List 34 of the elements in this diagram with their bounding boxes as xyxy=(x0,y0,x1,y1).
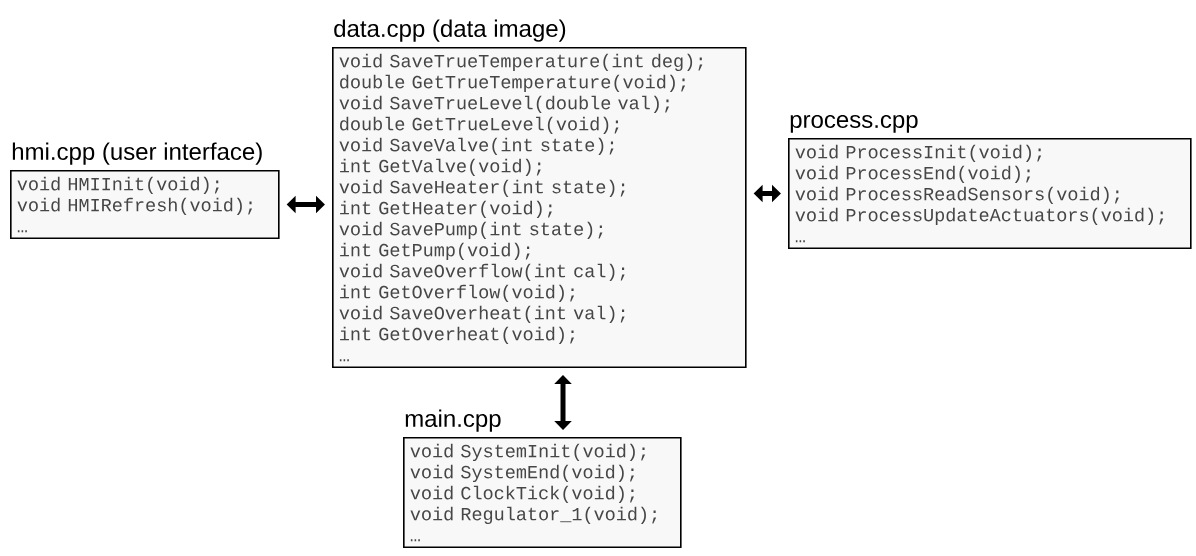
node-label: … xyxy=(339,359,349,362)
node-label: int GetPump(void); xyxy=(340,242,530,261)
node-label: void ProcessUpdateActuators(void); xyxy=(795,207,1164,226)
node-label: void ProcessReadSensors(void); xyxy=(795,186,1119,205)
node-label: int GetValve(void); xyxy=(340,158,541,177)
node-label: void SaveOverflow(int cal); xyxy=(339,263,625,282)
node-label: double GetTrueTemperature(void); xyxy=(340,74,686,93)
code-box: void ProcessInit(void); void ProcessEnd(void); void ProcessReadSensors(void); void ProcessUpdateActuators(void); … xyxy=(788,138,1192,249)
node-label: void SystemEnd(void); xyxy=(410,464,634,483)
node-label: void ProcessInit(void); xyxy=(795,144,1042,163)
node-label: void ProcessEnd(void); xyxy=(795,165,1031,184)
node-label: int GetOverheat(void); xyxy=(340,326,575,345)
node-label: void SaveValve(int state); xyxy=(339,137,614,156)
node-label: double GetTrueLevel(void); xyxy=(340,116,619,135)
double-arrow xyxy=(554,375,572,430)
file-heading: data.cpp (data image) xyxy=(334,19,566,42)
node-label: void SaveOverheat(int val); xyxy=(339,305,625,324)
node-label: void SaveHeater(int state); xyxy=(339,179,625,198)
code-box: void SaveTrueTemperature(int deg); double GetTrueTemperature(void); void SaveTrueLevel(double val); double GetTrueLevel(void); void SaveValve(int state); int GetValve(void); void SaveHeater(int state); int GetHeater(void); void SavePump(int state); int GetPump(void); void SaveOverflow(int cal); int GetOverflow(void); void SaveOverheat(int val); int GetOverheat(void); … xyxy=(332,47,747,368)
node-label: void ClockTick(void); xyxy=(410,485,634,504)
node-label: … xyxy=(795,240,805,243)
file-heading: process.cpp xyxy=(790,114,918,133)
node-label: int GetHeater(void); xyxy=(340,200,552,219)
file-heading: main.cpp xyxy=(405,409,501,432)
node-label: void SaveTrueTemperature(int deg); xyxy=(339,53,703,72)
node-label: void Regulator_1(void); xyxy=(410,506,657,525)
node-label: … xyxy=(410,539,420,542)
code-box: void SystemInit(void); void SystemEnd(void); void ClockTick(void); void Regulator_1(void); … xyxy=(403,437,682,548)
node-label: void SystemInit(void); xyxy=(410,443,646,462)
node-label: void SavePump(int state); xyxy=(339,221,603,240)
node-label: int GetOverflow(void); xyxy=(340,284,575,303)
file-heading: hmi.cpp (user interface) xyxy=(12,142,262,165)
code-box: void HMIInit(void); void HMIRefresh(void); … xyxy=(10,170,280,239)
node-label: void SaveTrueLevel(double val); xyxy=(339,95,670,114)
